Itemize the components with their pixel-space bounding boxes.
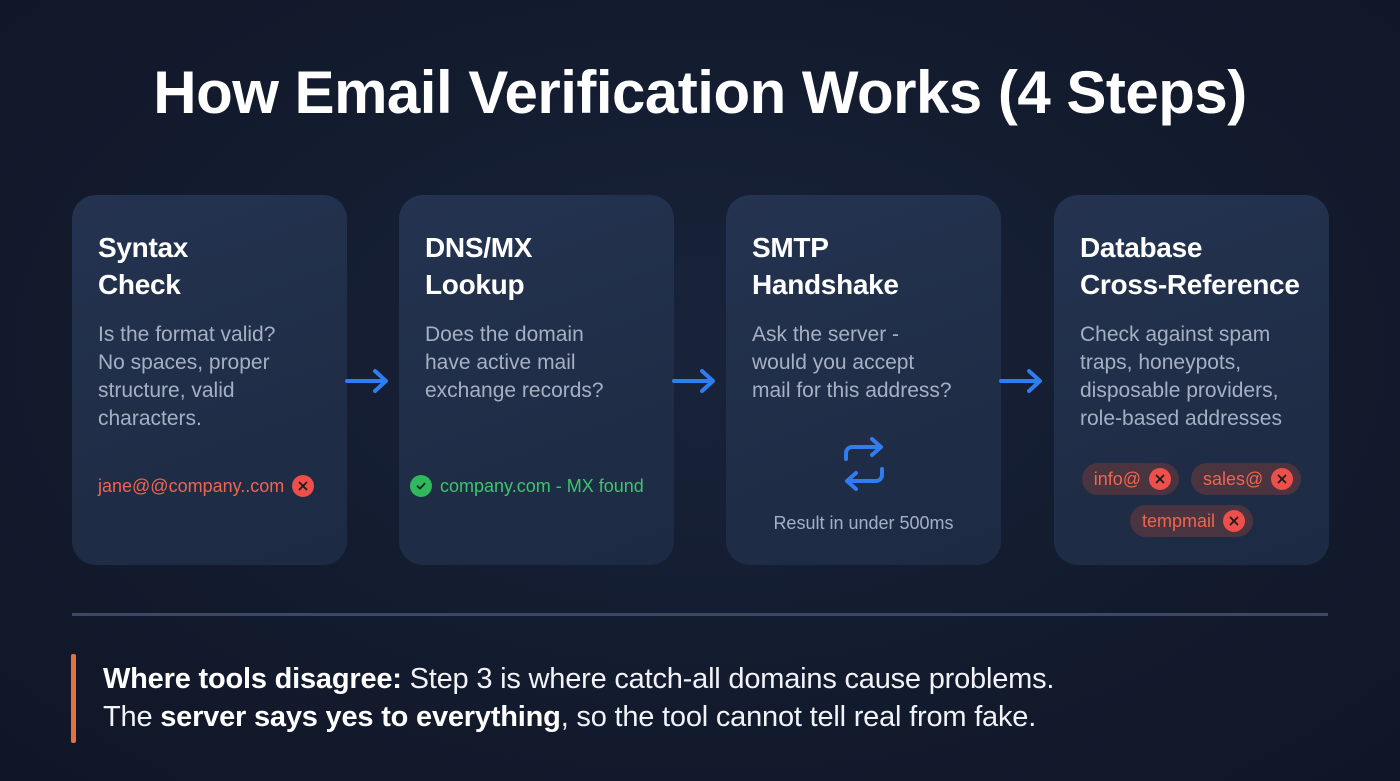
callout-text: The — [103, 701, 161, 733]
arrow-right-icon — [999, 369, 1042, 393]
step-title-line: Lookup — [425, 269, 525, 300]
step-title: Syntax Check — [98, 229, 321, 303]
section-divider — [72, 613, 1328, 616]
desc-line: Check against spam — [1080, 323, 1271, 346]
desc-line: Is the format valid? — [98, 323, 276, 346]
x-circle-icon — [1149, 468, 1171, 490]
step-description: Check against spam traps, honeypots, dis… — [1080, 321, 1303, 433]
callout-text: Step 3 is where catch-all domains cause … — [401, 663, 1055, 695]
x-circle-icon — [1223, 510, 1246, 532]
step-title: DNS/MX Lookup — [425, 229, 648, 303]
callout-accent-bar — [71, 654, 76, 743]
example-text: company.com - MX found — [440, 475, 644, 496]
desc-line: traps, honeypots, — [1080, 351, 1242, 374]
example-invalid-email: jane@@company..com — [98, 475, 315, 497]
step-title: SMTP Handshake — [752, 229, 975, 303]
step-title-line: Check — [98, 269, 181, 300]
desc-line: exchange records? — [425, 379, 604, 402]
step-title-line: Syntax — [98, 232, 189, 263]
step-title-line: Database — [1080, 232, 1203, 263]
callout-note: Where tools disagree: Step 3 is where ca… — [103, 660, 1054, 736]
chip-sales: sales@ — [1191, 463, 1302, 495]
result-time: Result in under 500ms — [773, 513, 954, 533]
desc-line: role-based addresses — [1080, 407, 1282, 430]
step-card-dns-mx-lookup: DNS/MX Lookup Does the domain have activ… — [399, 195, 674, 565]
rejected-chips: info@ sales@ tempmail — [1054, 463, 1329, 547]
callout-line-1: Where tools disagree: Step 3 is where ca… — [103, 660, 1054, 698]
desc-line: have active mail — [425, 351, 576, 374]
chip-info: info@ — [1081, 463, 1179, 495]
chip-tempmail: tempmail — [1129, 505, 1254, 537]
desc-line: disposable providers, — [1080, 379, 1279, 402]
step-title-line: SMTP — [752, 232, 829, 263]
desc-line: No spaces, proper — [98, 351, 270, 374]
callout-line-2: The server says yes to everything, so th… — [103, 698, 1054, 736]
desc-line: would you accept — [752, 351, 915, 374]
arrow-right-icon — [672, 369, 715, 393]
step-card-syntax-check: Syntax Check Is the format valid? No spa… — [72, 195, 347, 565]
step-title-line: Cross-Reference — [1080, 269, 1300, 300]
check-circle-icon — [410, 475, 432, 497]
example-text: jane@@company..com — [98, 475, 285, 496]
step-description: Is the format valid? No spaces, proper s… — [98, 321, 321, 433]
chip-label: sales@ — [1203, 468, 1264, 489]
x-circle-icon — [292, 475, 315, 497]
callout-text: , so the tool cannot tell real from fake… — [560, 701, 1037, 733]
callout-label: Where tools disagree: — [103, 663, 402, 695]
step-title: Database Cross-Reference — [1080, 229, 1303, 303]
chip-label: tempmail — [1141, 510, 1216, 531]
step-description: Does the domain have active mail exchang… — [425, 321, 648, 405]
swap-arrows-icon — [844, 437, 884, 491]
desc-line: characters. — [98, 407, 202, 430]
chip-label: info@ — [1093, 468, 1141, 489]
step-description: Ask the server - would you accept mail f… — [752, 321, 975, 405]
callout-emphasis: server says yes to everything — [160, 701, 561, 733]
example-mx-found: company.com - MX found — [410, 475, 644, 497]
page-title: How Email Verification Works (4 Steps) — [153, 59, 1247, 126]
step-card-smtp-handshake: SMTP Handshake Ask the server - would yo… — [726, 195, 1001, 565]
desc-line: Does the domain — [425, 323, 584, 346]
x-circle-icon — [1271, 468, 1294, 490]
arrow-right-icon — [345, 369, 388, 393]
step-title-line: DNS/MX — [425, 232, 533, 263]
step-card-database-cross-reference: Database Cross-Reference Check against s… — [1054, 195, 1329, 565]
desc-line: mail for this address? — [752, 379, 952, 402]
step-title-line: Handshake — [752, 269, 899, 300]
desc-line: structure, valid — [98, 379, 235, 402]
desc-line: Ask the server - — [752, 323, 900, 346]
